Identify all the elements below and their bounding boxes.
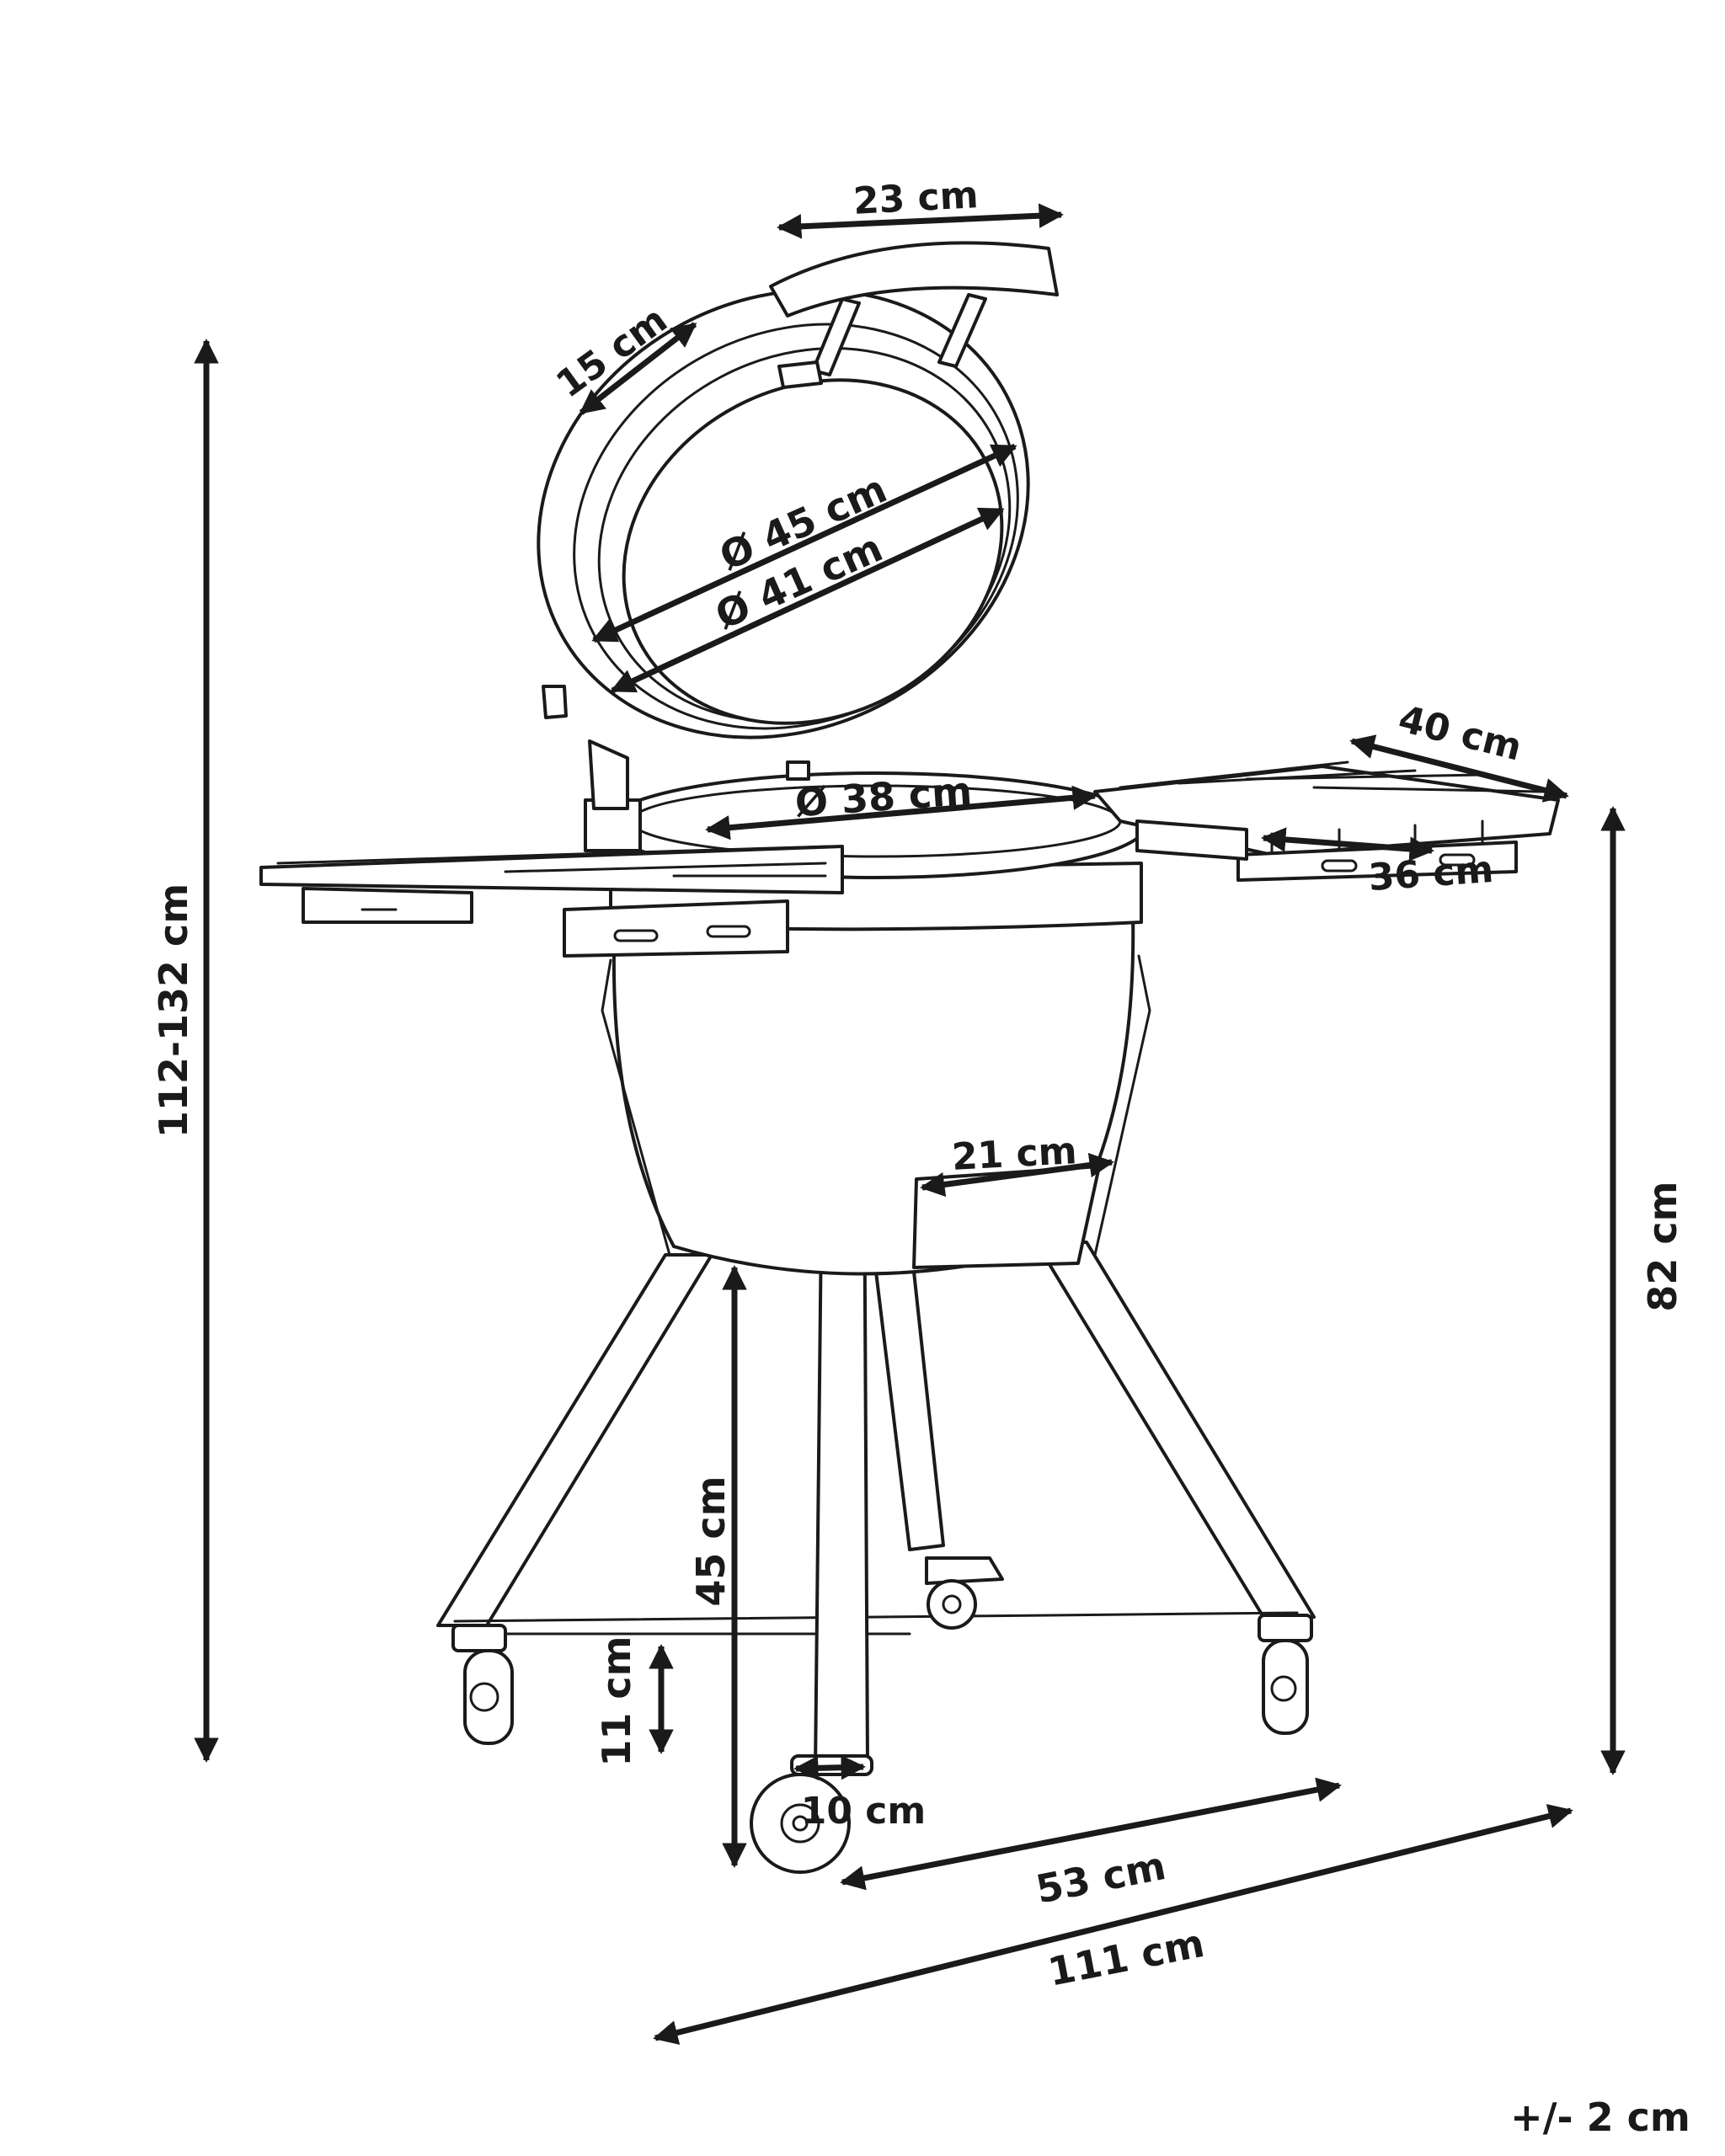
stand-legs <box>436 1241 1316 1636</box>
shelf-depth-line <box>1261 827 1434 862</box>
handle-width-line <box>777 203 1064 239</box>
lid-depth-line <box>579 322 697 415</box>
hinge <box>584 739 810 852</box>
label-base-height: 45 cm <box>688 1476 734 1606</box>
label-stand-width: 53 cm <box>1033 1843 1170 1913</box>
shelf-length-line <box>1349 734 1569 803</box>
right-wheel <box>1258 1614 1313 1735</box>
label-shelf-depth: 36 cm <box>1367 848 1495 899</box>
tolerance-note: +/- 2 cm <box>1510 2095 1690 2140</box>
grill-diameter-line <box>705 785 1097 841</box>
total-width-line <box>653 1804 1573 2045</box>
lid-inner-diameter-line <box>610 506 1005 694</box>
grill-drawing <box>259 241 1560 1874</box>
bottom-vent <box>912 1165 1101 1269</box>
rear-wheel <box>925 1556 1004 1630</box>
vent-width-line <box>920 1152 1114 1198</box>
label-wheel-height: 11 cm <box>594 1636 639 1766</box>
label-total-width: 111 cm <box>1044 1920 1208 1995</box>
wheel-width-line <box>793 1754 866 1781</box>
dimension-lines <box>194 203 1626 2045</box>
lid-handle <box>769 241 1059 389</box>
label-table-height: 82 cm <box>1640 1181 1685 1311</box>
label-handle-width: 23 cm <box>852 173 980 223</box>
label-vent-width: 21 cm <box>951 1129 1078 1179</box>
left-shelf <box>259 845 844 958</box>
left-wheel <box>451 1624 514 1745</box>
label-wheel-width: 10 cm <box>801 1790 926 1833</box>
label-total-height: 112-132 cm <box>151 883 196 1138</box>
